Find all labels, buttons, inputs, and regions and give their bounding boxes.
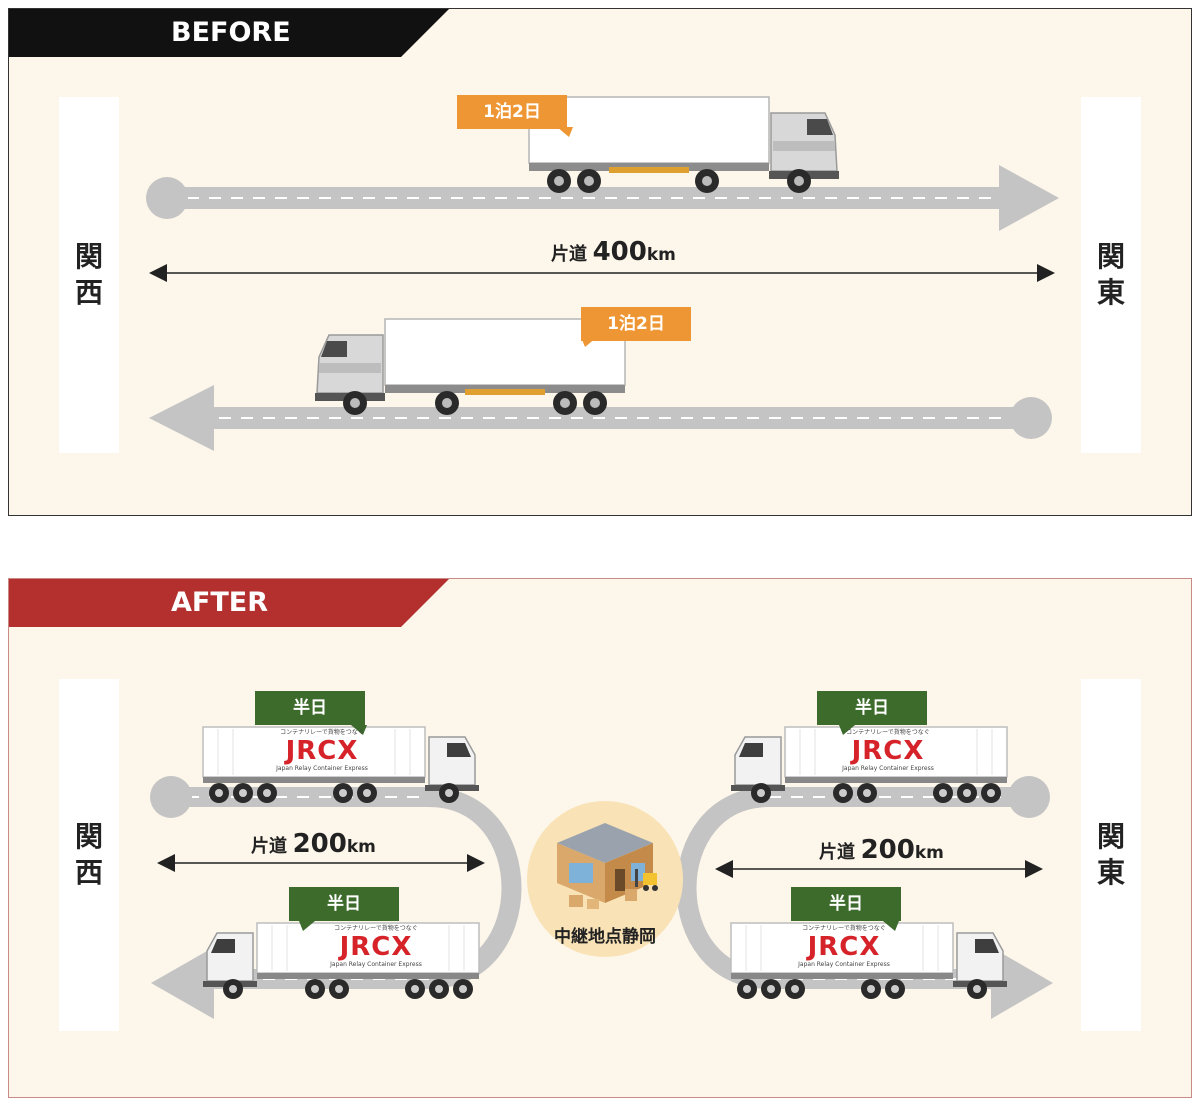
distance-value: 200 [292, 829, 347, 859]
tag-tail [299, 921, 315, 931]
tag-tail [839, 725, 855, 735]
tag-tail [351, 725, 367, 735]
trip-tag-eastbound: 1泊2日 [457, 95, 567, 129]
region-char: 関 [74, 820, 103, 853]
road-start-dot [146, 177, 188, 219]
region-kansai: 関 西 [59, 97, 119, 453]
before-panel: BEFORE 関 西 関 東 片道 400km 1泊2日 1泊2日 [8, 8, 1192, 516]
distance-unit: km [914, 843, 944, 863]
trip-tag-kansai-outbound: 半日 [255, 691, 365, 725]
road-start-dot [1008, 776, 1050, 818]
warehouse-icon [557, 823, 653, 903]
region-kanto: 関 東 [1081, 97, 1141, 453]
forklift-icon [635, 869, 658, 891]
road-arrowhead-right [991, 947, 1053, 1019]
region-char: 西 [74, 276, 103, 309]
trip-tag-kansai-inbound: 半日 [289, 887, 399, 921]
after-header: AFTER [171, 587, 268, 618]
trip-tag-westbound: 1泊2日 [581, 307, 691, 341]
distance-prefix: 片道 [251, 836, 287, 857]
region-kansai: 関 西 [59, 679, 119, 1031]
cargo-boxes-icon [569, 889, 637, 909]
distance-value: 200 [860, 835, 915, 865]
road-arrowhead-right [999, 165, 1059, 231]
relay-hub-label: 中継地点静岡 [554, 927, 656, 947]
road-start-dot [150, 776, 192, 818]
after-header-banner [9, 579, 449, 627]
distance-label-right: 片道 200km [815, 835, 948, 865]
road-start-dot [1010, 397, 1052, 439]
relay-hub [527, 801, 683, 957]
truck-eastbound [528, 96, 840, 194]
distance-label: 片道 400km [547, 237, 680, 267]
road-kansai-to-kanto [146, 165, 1059, 231]
after-diagram [9, 579, 1053, 1019]
distance-value: 400 [592, 237, 647, 267]
road-arrowhead-left [151, 947, 214, 1019]
region-kanto: 関 東 [1081, 679, 1141, 1031]
distance-prefix: 片道 [819, 842, 855, 863]
tag-tail [557, 127, 573, 137]
region-char: 東 [1096, 856, 1125, 889]
distance-label-left: 片道 200km [247, 829, 380, 859]
region-char: 関 [74, 240, 103, 273]
road-kanto-to-kansai [149, 385, 1052, 451]
distance-prefix: 片道 [551, 244, 587, 265]
distance-unit: km [646, 245, 676, 265]
truck-westbound [314, 318, 626, 416]
road-arrowhead-left [149, 385, 214, 451]
region-char: 東 [1096, 276, 1125, 309]
region-char: 西 [74, 856, 103, 889]
trip-tag-kanto-outbound: 半日 [817, 691, 927, 725]
tag-tail [883, 921, 899, 931]
before-header-banner [9, 9, 449, 57]
region-char: 関 [1096, 240, 1125, 273]
before-header: BEFORE [171, 17, 291, 48]
distance-arrow-left [157, 854, 485, 872]
before-diagram [9, 9, 1059, 451]
distance-arrow [149, 264, 1055, 282]
trip-tag-kanto-inbound: 半日 [791, 887, 901, 921]
region-char: 関 [1096, 820, 1125, 853]
after-panel: AFTER 関 西 関 東 片道 200km 片道 200km 半日 半日 半日… [8, 578, 1192, 1098]
distance-arrow-right [715, 860, 1043, 878]
distance-unit: km [346, 837, 376, 857]
